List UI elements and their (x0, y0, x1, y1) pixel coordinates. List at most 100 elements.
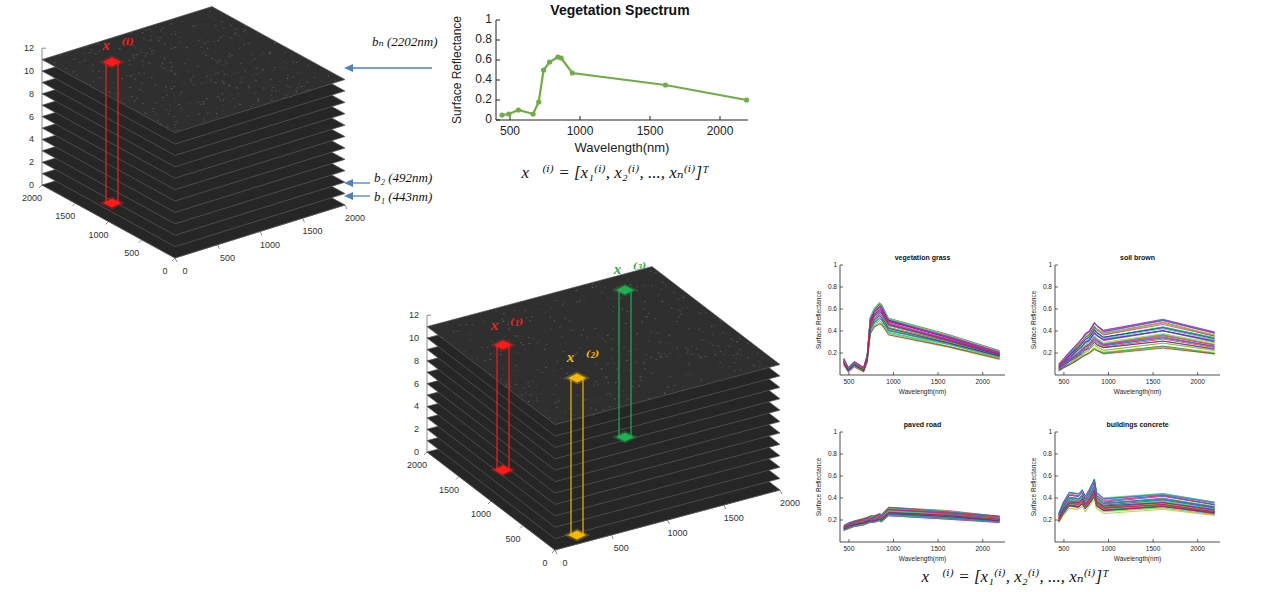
spectrum-point (516, 107, 521, 112)
image-texture (283, 97, 284, 98)
image-texture (203, 101, 204, 102)
image-texture (219, 97, 220, 98)
image-texture (189, 88, 190, 89)
image-texture (625, 333, 626, 334)
image-texture (649, 398, 650, 399)
image-texture (310, 69, 311, 70)
axis-tick-mark (840, 476, 843, 477)
image-texture (274, 84, 275, 85)
image-texture (546, 410, 547, 411)
image-texture (510, 386, 511, 387)
image-texture (151, 53, 152, 54)
image-texture (220, 100, 221, 101)
image-texture (171, 70, 172, 71)
image-texture (203, 119, 204, 120)
image-texture (229, 56, 230, 57)
axis-tick-label: 0.8 (1043, 450, 1052, 457)
image-texture (682, 295, 683, 296)
image-texture (200, 39, 201, 40)
axis-tick-mark (668, 520, 670, 524)
image-texture (307, 82, 308, 83)
image-texture (167, 127, 168, 128)
image-texture (616, 370, 617, 371)
image-texture (270, 52, 271, 53)
image-texture (219, 97, 220, 98)
image-texture (617, 396, 618, 397)
image-texture (247, 44, 248, 45)
image-texture (54, 62, 55, 63)
spectra-plot (1055, 432, 1220, 542)
axis-tick-label: 2 (414, 424, 419, 434)
image-texture (234, 34, 235, 35)
image-texture (269, 53, 270, 54)
image-texture (626, 355, 627, 356)
image-texture (648, 285, 649, 286)
image-texture (192, 25, 193, 26)
axis-tick-mark (1197, 372, 1198, 375)
image-texture (579, 347, 580, 348)
image-texture (614, 363, 615, 364)
axis-tick-label: 1500 (1146, 378, 1160, 385)
image-texture (99, 51, 100, 52)
axis-tick-label: 1500 (439, 484, 459, 494)
axis-tick-label: 2000 (1190, 545, 1204, 552)
image-texture (491, 341, 492, 342)
image-texture (688, 364, 689, 365)
image-texture (734, 370, 735, 371)
axis-tick-mark (42, 48, 46, 49)
image-texture (108, 91, 109, 92)
image-texture (535, 349, 536, 350)
image-texture (171, 62, 172, 63)
image-texture (225, 60, 226, 61)
axis-title: Wavelength(nm) (1114, 388, 1161, 395)
axis-tick-mark (488, 501, 491, 504)
image-texture (533, 337, 534, 338)
hyperspectral-cube (39, 7, 347, 262)
image-texture (528, 401, 529, 402)
image-texture (75, 58, 76, 59)
image-texture (228, 23, 229, 24)
pixel-column-line (105, 62, 106, 203)
image-texture (621, 297, 622, 298)
image-texture (225, 89, 226, 90)
image-texture (665, 284, 666, 285)
image-texture (529, 320, 530, 321)
image-texture (650, 271, 651, 272)
image-texture (119, 73, 120, 74)
image-texture (744, 360, 745, 361)
image-texture (578, 417, 579, 418)
image-texture (729, 355, 730, 356)
image-texture (178, 77, 179, 78)
image-texture (585, 399, 586, 400)
image-texture (451, 344, 452, 345)
axis-tick-label: 0.6 (1043, 472, 1052, 479)
image-texture (222, 70, 223, 71)
image-texture (144, 90, 145, 91)
image-texture (98, 77, 99, 78)
image-texture (215, 60, 216, 61)
axis-tick-label: 0.2 (1043, 516, 1052, 523)
image-texture (466, 324, 467, 325)
image-texture (525, 310, 526, 311)
image-texture (487, 347, 488, 348)
image-texture (118, 92, 119, 93)
image-texture (553, 386, 554, 387)
image-texture (166, 109, 167, 110)
image-texture (240, 96, 241, 97)
image-texture (135, 54, 136, 55)
image-texture (321, 69, 322, 70)
pixel-column-line (508, 345, 509, 470)
image-texture (214, 52, 215, 53)
spectrum-line (1059, 328, 1215, 366)
image-texture (63, 66, 64, 67)
spectrum-line (1059, 491, 1215, 519)
image-texture (262, 46, 263, 47)
image-texture (174, 31, 175, 32)
axis-tick-mark (650, 116, 651, 120)
image-texture (79, 62, 80, 63)
image-texture (432, 326, 433, 327)
axis-tick-label: 0.6 (475, 53, 492, 67)
image-texture (138, 73, 139, 74)
image-texture (170, 110, 171, 111)
image-texture (558, 351, 559, 352)
